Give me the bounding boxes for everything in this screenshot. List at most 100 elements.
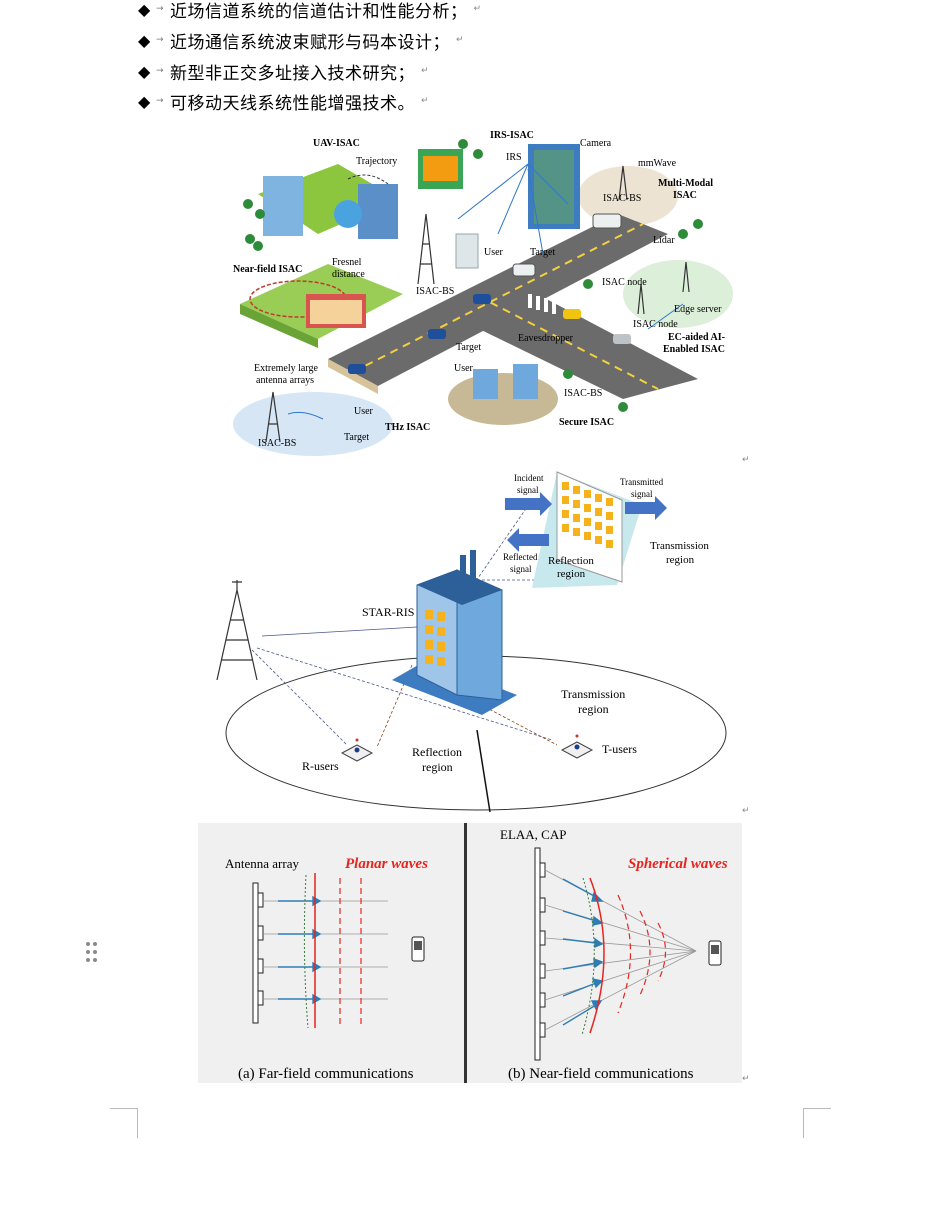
t-user-device-icon — [560, 741, 594, 759]
label-incident-2: signal — [517, 485, 539, 495]
label-reflection-top-2: region — [557, 568, 586, 580]
label-transmission-top-2: region — [666, 554, 695, 566]
figure-panel-bg — [198, 823, 742, 1083]
label-transmitted-1: Transmitted — [620, 477, 664, 487]
label-uav: UAV-ISAC — [313, 138, 360, 149]
label-isacbs-secure: ISAC-BS — [564, 388, 602, 399]
label-irs-isac: IRS-ISAC — [490, 130, 534, 141]
label-isac-node-2: ISAC node — [633, 319, 678, 330]
paragraph-mark-icon: ↵ — [421, 96, 429, 106]
label-ela-2: antenna arrays — [256, 375, 314, 386]
label-r-users: R-users — [302, 759, 339, 773]
r-user-device-icon — [340, 744, 374, 762]
label-fresnel-2: distance — [332, 269, 365, 280]
incident-arrow-icon — [505, 492, 552, 516]
reflected-arrow-icon — [507, 528, 549, 552]
label-transmission-bottom-1: Transmission — [561, 687, 625, 701]
bullet-diamond-icon: ◆ — [138, 30, 151, 50]
tab-arrow-icon: → — [156, 66, 164, 76]
bullet-item[interactable]: ◆ → 近场通信系统波束赋形与码本设计； ↵ — [138, 28, 464, 53]
label-user-low: User — [454, 363, 474, 374]
far-near-field-figure[interactable]: Antenna array Planar waves ELAA, CAP Sph… — [198, 823, 742, 1083]
label-reflection-bottom-2: region — [422, 760, 453, 774]
phone-icon-left — [411, 936, 425, 962]
label-mmwave: mmWave — [638, 158, 677, 169]
label-incident-1: Incident — [514, 473, 544, 483]
paragraph-mark-icon: ↵ — [456, 35, 464, 45]
drag-handle-icon[interactable] — [86, 942, 100, 964]
caption-far-field: (a) Far-field communications — [238, 1066, 414, 1082]
transmitted-arrow-icon — [625, 496, 667, 520]
bullet-text: 近场通信系统波束赋形与码本设计； — [170, 32, 450, 53]
label-edge-server: Edge server — [674, 304, 722, 315]
label-planar-waves: Planar waves — [345, 856, 428, 872]
bullet-text: 可移动天线系统性能增强技术。 — [170, 93, 415, 114]
label-reflection-top-1: Reflection — [548, 555, 594, 567]
isac-scenarios-figure[interactable]: UAV-ISAC Trajectory IRS-ISAC IRS Camera … — [228, 124, 738, 460]
paragraph-mark-icon: ↵ — [473, 4, 482, 14]
label-reflected-2: signal — [510, 564, 532, 574]
label-antenna-array: Antenna array — [225, 856, 299, 871]
paragraph-mark-icon: ↵ — [742, 1074, 750, 1084]
label-reflection-bottom-1: Reflection — [412, 745, 462, 759]
caption-near-field: (b) Near-field communications — [508, 1066, 694, 1082]
label-target-mid: Target — [530, 247, 555, 258]
label-star-ris: STAR-RIS — [362, 605, 414, 619]
tab-arrow-icon: → — [156, 96, 164, 106]
paragraph-mark-icon: ↵ — [742, 806, 750, 816]
car — [473, 294, 491, 304]
label-fresnel-1: Fresnel — [332, 257, 362, 268]
label-eavesdropper: Eavesdropper — [518, 333, 574, 344]
antenna-array-right — [534, 847, 541, 1061]
bullet-item[interactable]: ◆ → 近场信道系统的信道估计和性能分析； ↵ — [138, 0, 482, 22]
antenna-array-left — [252, 882, 259, 1024]
label-lidar: Lidar — [653, 235, 675, 246]
label-ela-1: Extremely large — [254, 363, 319, 374]
label-t-users: T-users — [602, 742, 637, 756]
bullet-diamond-icon: ◆ — [138, 61, 151, 81]
paragraph-mark-icon: ↵ — [421, 66, 429, 76]
label-irs: IRS — [506, 152, 522, 163]
thz-zone — [233, 392, 393, 456]
label-isac-node-1: ISAC node — [602, 277, 647, 288]
uav-tower — [263, 176, 303, 236]
label-elaa-cap: ELAA, CAP — [500, 827, 566, 842]
label-user-thz: User — [354, 406, 374, 417]
label-transmitted-2: signal — [631, 489, 653, 499]
label-trajectory: Trajectory — [356, 156, 397, 167]
bullet-diamond-icon: ◆ — [138, 91, 151, 111]
ris-panel-on-building — [425, 610, 445, 666]
irs-building — [528, 144, 580, 229]
label-secure: Secure ISAC — [559, 417, 614, 428]
bs-tower-icon — [216, 580, 258, 681]
label-target-low: Target — [456, 342, 481, 353]
label-isacbs-top: ISAC-BS — [603, 193, 641, 204]
bus — [592, 213, 622, 229]
bullet-item[interactable]: ◆ → 可移动天线系统性能增强技术。 ↵ — [138, 89, 429, 114]
paragraph-mark-icon: ↵ — [742, 455, 750, 465]
label-isacbs-thz: ISAC-BS — [258, 438, 296, 449]
label-spherical-waves: Spherical waves — [628, 856, 728, 872]
label-target-thz: Target — [344, 432, 369, 443]
label-thz: THz ISAC — [385, 422, 430, 433]
bullet-text: 近场信道系统的信道估计和性能分析； — [170, 1, 468, 22]
label-reflected-1: Reflected — [503, 552, 538, 562]
label-user-mid: User — [484, 247, 504, 258]
secure-platform — [448, 373, 558, 425]
label-camera: Camera — [580, 138, 612, 149]
star-ris-figure[interactable]: Incident signal Transmitted signal Trans… — [212, 470, 747, 815]
page-corner-mark — [803, 1108, 831, 1138]
label-multimodal-2: ISAC — [673, 190, 697, 201]
label-multimodal-1: Multi-Modal — [658, 178, 713, 189]
bullet-diamond-icon: ◆ — [138, 0, 151, 19]
tab-arrow-icon: → — [156, 35, 164, 45]
page-corner-mark — [110, 1108, 138, 1138]
tab-arrow-icon: → — [156, 4, 164, 14]
label-ec-1: EC-aided AI- — [668, 332, 725, 343]
label-transmission-top-1: Transmission — [650, 540, 709, 552]
label-transmission-bottom-2: region — [578, 702, 609, 716]
bullet-item[interactable]: ◆ → 新型非正交多址接入技术研究； ↵ — [138, 59, 429, 84]
label-isacbs-mid: ISAC-BS — [416, 286, 454, 297]
bullet-text: 新型非正交多址接入技术研究； — [170, 63, 415, 84]
spherical-wavefront — [589, 877, 605, 1034]
